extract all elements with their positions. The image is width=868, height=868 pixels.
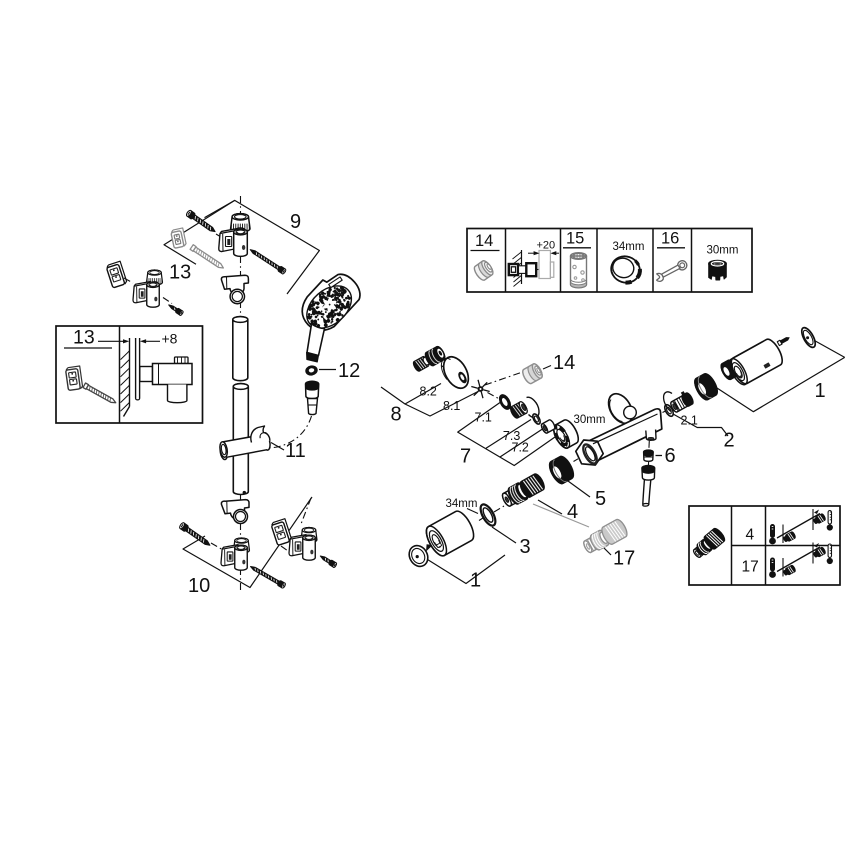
svg-text:5: 5 <box>595 488 606 510</box>
svg-text:7.2: 7.2 <box>512 441 529 455</box>
svg-text:34mm: 34mm <box>613 241 645 253</box>
svg-text:34mm: 34mm <box>446 498 478 510</box>
svg-text:14: 14 <box>553 352 575 374</box>
svg-text:2: 2 <box>724 430 735 452</box>
svg-text:7: 7 <box>460 446 471 468</box>
svg-text:17: 17 <box>613 548 635 570</box>
svg-text:4: 4 <box>746 527 755 544</box>
svg-text:8: 8 <box>391 404 402 426</box>
svg-text:9: 9 <box>290 211 301 233</box>
svg-text:14: 14 <box>475 232 493 250</box>
svg-text:4: 4 <box>567 501 578 523</box>
svg-text:2.1: 2.1 <box>681 414 698 428</box>
svg-text:1: 1 <box>470 570 481 592</box>
svg-text:1: 1 <box>815 380 826 402</box>
svg-text:15: 15 <box>566 230 584 248</box>
svg-text:10: 10 <box>188 575 210 597</box>
svg-text:11: 11 <box>285 440 306 462</box>
svg-text:3: 3 <box>520 536 531 558</box>
svg-text:+20: +20 <box>537 239 556 251</box>
svg-text:7.1: 7.1 <box>475 411 492 425</box>
svg-text:30mm: 30mm <box>574 414 606 426</box>
svg-text:17: 17 <box>742 559 759 576</box>
svg-text:30mm: 30mm <box>707 244 739 256</box>
svg-text:+8: +8 <box>162 331 178 347</box>
svg-text:7.3: 7.3 <box>503 429 520 443</box>
svg-text:13: 13 <box>73 327 95 349</box>
svg-text:6: 6 <box>665 445 676 467</box>
svg-text:8.1: 8.1 <box>443 399 460 413</box>
svg-text:8.2: 8.2 <box>420 385 437 399</box>
svg-text:16: 16 <box>661 230 679 248</box>
svg-text:13: 13 <box>169 262 191 284</box>
svg-text:12: 12 <box>338 360 360 382</box>
